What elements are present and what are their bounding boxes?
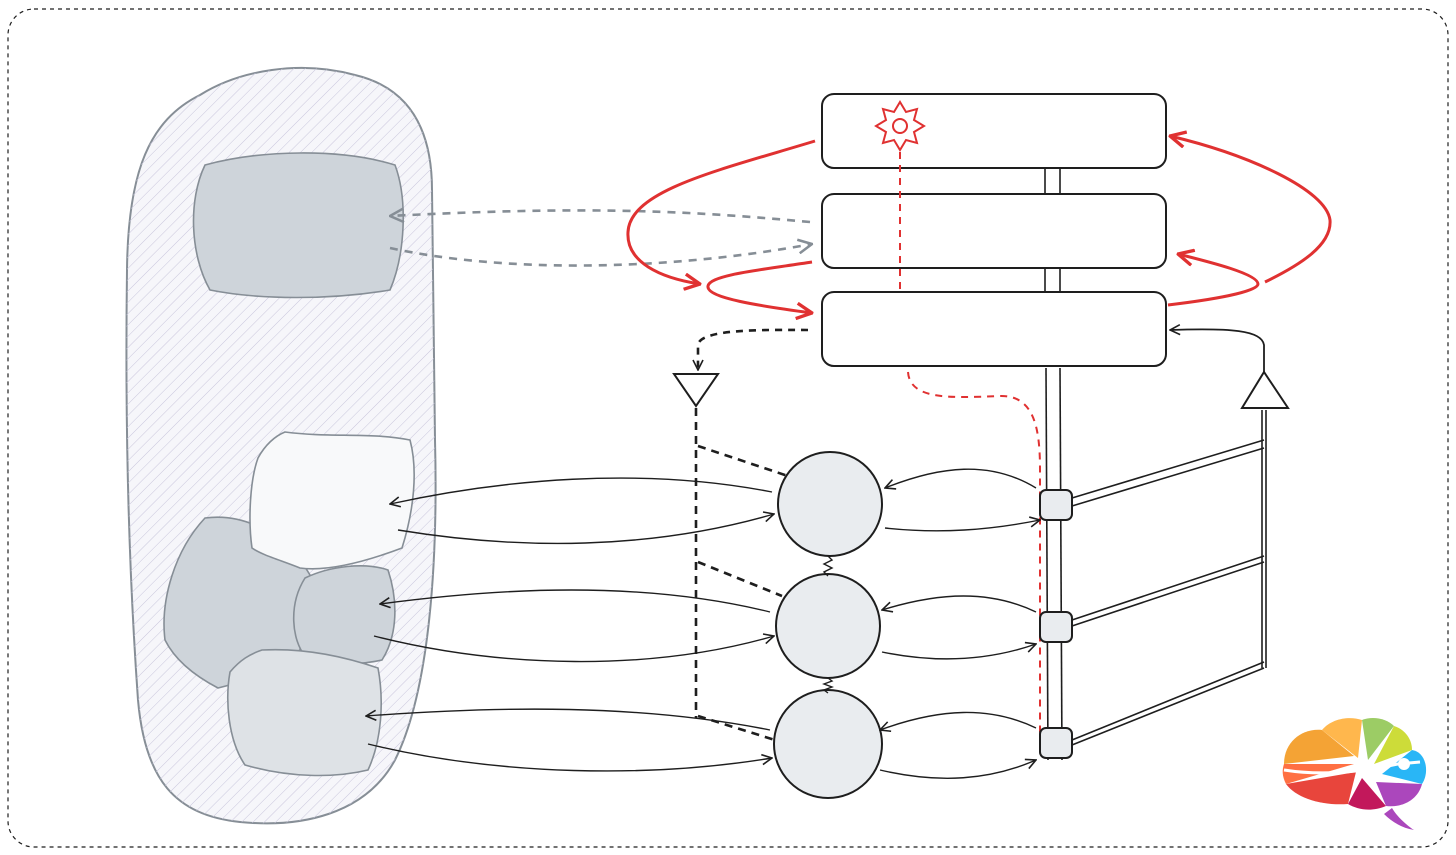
blob-light-upper xyxy=(249,431,415,570)
brain-logo xyxy=(1282,718,1427,830)
triangle-down-icon xyxy=(672,373,720,408)
red-dashed-line xyxy=(899,152,1041,740)
blob-top xyxy=(192,152,405,299)
stack-spine xyxy=(1044,168,1063,761)
blob-mid xyxy=(292,565,396,665)
connector-2 xyxy=(1039,611,1073,643)
return-arrow xyxy=(1170,329,1265,372)
circle-node-3 xyxy=(773,689,883,799)
black-dashed-arrow xyxy=(698,328,809,370)
node-connector-arrows xyxy=(880,468,1040,779)
red-arrow-right-inner xyxy=(1167,254,1260,307)
stack-bar-bottom xyxy=(821,291,1167,367)
stack-bar-top xyxy=(821,93,1167,169)
circle-node-1 xyxy=(777,451,883,557)
gray-dashed-arrow-to-blob xyxy=(390,210,811,224)
blob-node-arrows xyxy=(366,477,774,772)
right-rail xyxy=(1071,410,1267,746)
red-arrow-left-outer xyxy=(626,139,816,284)
gray-dashed-arrow-to-bar xyxy=(389,244,812,267)
connector-1 xyxy=(1039,489,1073,521)
red-arrow-right-outer xyxy=(1170,136,1332,284)
stack-bar-middle xyxy=(821,193,1167,269)
connector-3 xyxy=(1039,727,1073,759)
gear-icon xyxy=(874,100,926,152)
circle-node-2 xyxy=(775,573,881,679)
blob-light-lower xyxy=(227,648,382,777)
spring-link-2 xyxy=(822,677,834,694)
dashed-tree xyxy=(694,408,789,742)
spring-link-1 xyxy=(822,555,834,577)
red-arrow-left-inner xyxy=(706,260,812,313)
triangle-up-icon xyxy=(1240,370,1290,409)
